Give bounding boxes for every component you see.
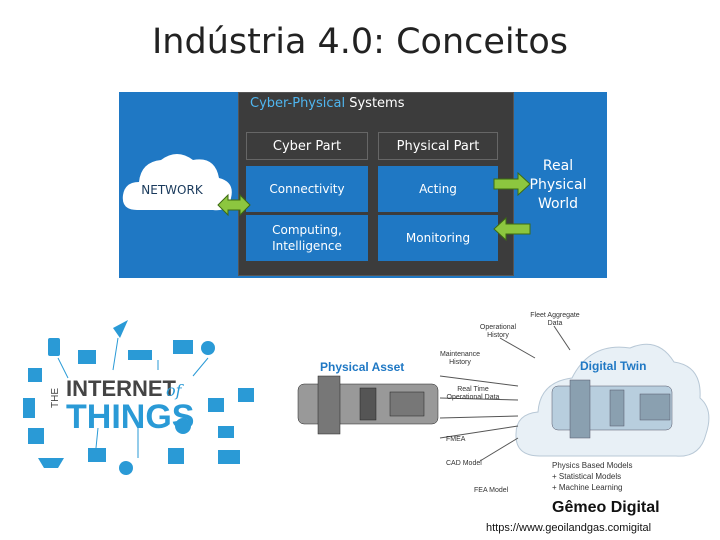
digital-twin-illustration: Physical Asset Digital Twin xyxy=(297,325,710,462)
network-cloud-icon xyxy=(122,154,232,211)
col-header-cyber: Cyber Part xyxy=(246,132,368,160)
cad-model-label: CAD Model xyxy=(446,460,482,467)
iot-things: THINGS xyxy=(66,398,194,436)
phone-icon xyxy=(48,338,60,356)
printer-icon xyxy=(173,340,193,354)
double-arrow-icon xyxy=(217,193,251,217)
bulb-icon xyxy=(201,341,215,355)
source-url: https://www.geoilandgas.comigital xyxy=(486,522,652,534)
col-header-physical: Physical Part xyxy=(378,132,498,160)
operational-history-label: Operational History xyxy=(479,324,517,339)
cell-monitoring: Monitoring xyxy=(378,215,498,261)
cps-title-suffix: Systems xyxy=(345,96,405,111)
real-world-label: Real Physical World xyxy=(529,158,587,212)
bike-icon xyxy=(119,461,133,475)
gemeo-digital-caption: Gêmeo Digital xyxy=(552,499,660,516)
slide-title: Indústria 4.0: Conceitos xyxy=(151,22,569,62)
arrow-right-icon xyxy=(493,172,531,196)
cell-acting: Acting xyxy=(378,166,498,212)
cell-connectivity: Connectivity xyxy=(246,166,368,212)
internet-of-things-illustration: THE INTERNET of THINGS xyxy=(23,320,254,475)
iot-of: of xyxy=(166,381,185,400)
fleet-data-label: Fleet Aggregate Data xyxy=(530,312,580,327)
cps-title-prefix: Cyber-Physical xyxy=(250,96,346,111)
real-time-data-label: Real Time Operational Data xyxy=(446,386,500,401)
cell-computing: Computing, Intelligence xyxy=(246,215,368,261)
ship-icon xyxy=(38,458,64,468)
maintenance-history-label: Maintenance History xyxy=(439,351,481,366)
iot-internet: INTERNET xyxy=(66,376,177,401)
house-icon xyxy=(208,398,224,412)
twin-turbine-icon xyxy=(551,379,673,439)
digital-twin-label: Digital Twin xyxy=(580,359,646,373)
tower-icon xyxy=(23,398,35,418)
camera-icon xyxy=(238,388,254,402)
asset-turbine-icon xyxy=(297,375,439,435)
physical-asset-label: Physical Asset xyxy=(320,360,404,374)
fmea-label: FMEA xyxy=(446,436,466,443)
iot-the: THE xyxy=(50,388,61,408)
fea-model-label: FEA Model xyxy=(474,487,509,494)
van-icon xyxy=(218,450,240,464)
watch-icon xyxy=(28,428,44,444)
bus-icon xyxy=(128,350,152,360)
arrow-left-icon xyxy=(493,217,531,241)
home-icon xyxy=(28,368,42,382)
models-label: Physics Based Models + Statistical Model… xyxy=(552,461,633,492)
pump-icon xyxy=(168,448,184,464)
bed-icon xyxy=(88,448,106,462)
network-label: NETWORK xyxy=(141,183,203,197)
car-icon xyxy=(78,350,96,364)
hanger-icon xyxy=(218,426,234,438)
plane-icon xyxy=(113,320,128,338)
cps-title: Cyber-Physical Systems xyxy=(250,96,405,111)
headset-icon xyxy=(175,418,191,434)
